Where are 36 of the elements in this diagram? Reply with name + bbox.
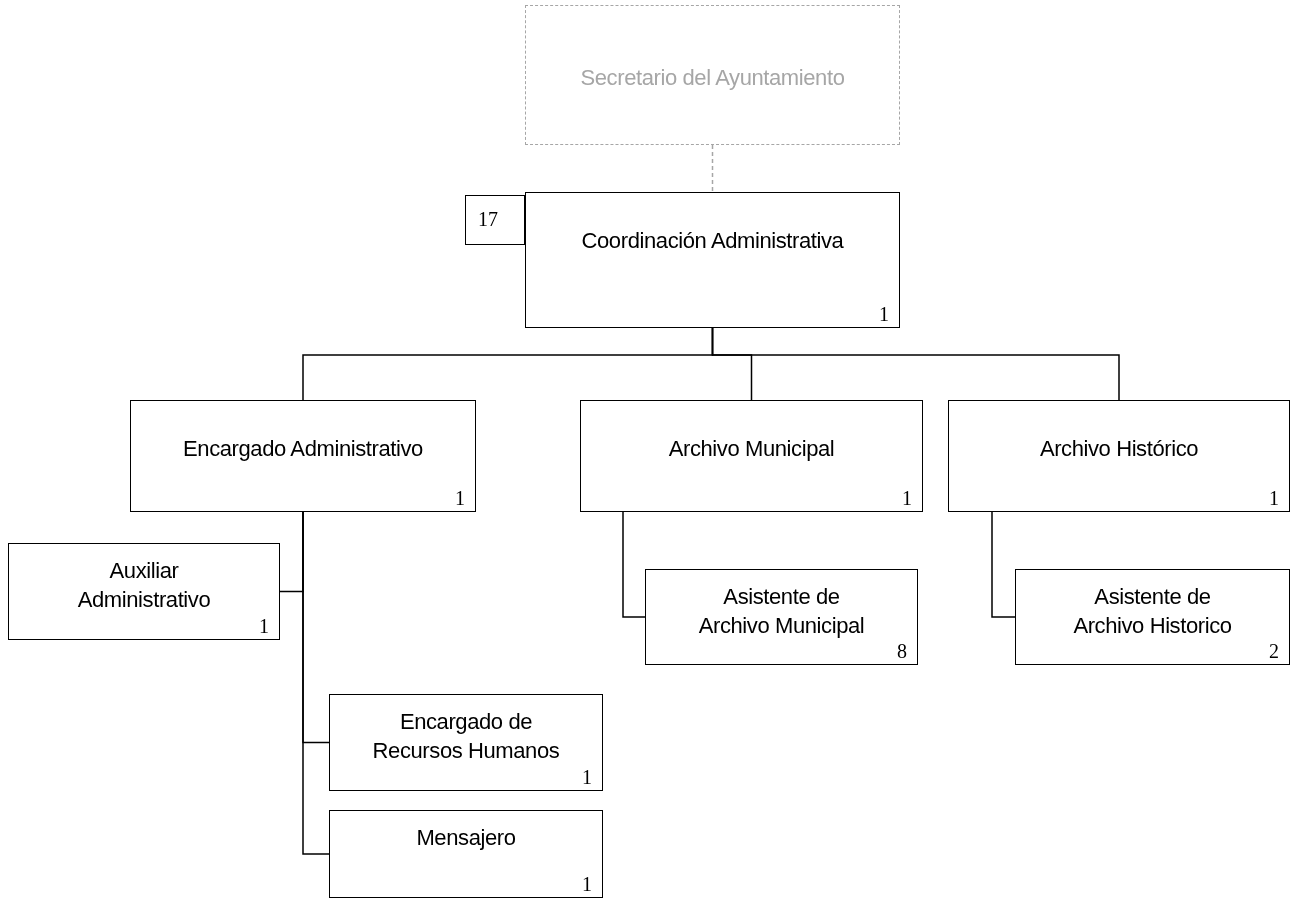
position-box: [8, 543, 280, 640]
staff-count: 2: [1269, 640, 1279, 662]
staff-count: 1: [259, 615, 269, 637]
staff-count-box: [465, 195, 525, 245]
position-box: [580, 400, 923, 512]
position-title: Archivo Histórico: [1038, 435, 1200, 463]
position-box: [329, 694, 603, 791]
position-title: Auxiliar Administrativo: [76, 557, 212, 614]
staff-count: 17: [478, 208, 499, 232]
staff-count: 1: [902, 487, 912, 509]
position-title: Encargado Administrativo: [182, 435, 424, 463]
dashed-position-box: [525, 5, 900, 145]
connector-line: [622, 511, 646, 618]
staff-count: 1: [1269, 487, 1279, 509]
position-title: Coordinación Administrativa: [580, 227, 845, 255]
position-title: Archivo Municipal: [667, 435, 836, 463]
staff-count: 1: [582, 873, 592, 895]
position-box: [948, 400, 1290, 512]
staff-count: 1: [582, 766, 592, 788]
connector-line: [711, 144, 714, 193]
staff-count: 8: [897, 640, 907, 662]
staff-count: 1: [879, 303, 889, 325]
position-title: Secretario del Ayuntamiento: [579, 64, 846, 92]
staff-count: 1: [455, 487, 465, 509]
position-box: [1015, 569, 1290, 665]
position-box: [329, 810, 603, 898]
connector-line: [711, 327, 1120, 401]
position-box: [645, 569, 918, 665]
position-title: Asistente de Archivo Municipal: [697, 583, 866, 640]
position-title: Mensajero: [415, 824, 517, 852]
connector-line: [991, 511, 1016, 618]
position-title: Encargado de Recursos Humanos: [371, 708, 561, 765]
position-box: [525, 192, 900, 328]
connector-line: [302, 511, 330, 855]
position-box: [130, 400, 476, 512]
position-title: Asistente de Archivo Historico: [1072, 583, 1233, 640]
